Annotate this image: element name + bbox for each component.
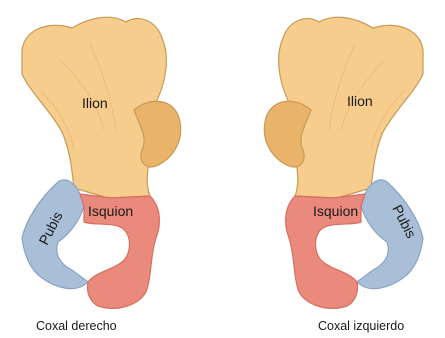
right-caption: Coxal izquierdo bbox=[318, 319, 404, 333]
left-hip-bone: Ilion Isquion Pubis Coxal derecho bbox=[22, 17, 181, 333]
right-obturator-foramen bbox=[319, 225, 371, 271]
left-obturator-foramen bbox=[74, 225, 126, 271]
right-ilium-label: Ilion bbox=[347, 93, 373, 109]
left-caption: Coxal derecho bbox=[36, 319, 117, 333]
left-ischium-label: Isquion bbox=[88, 203, 133, 219]
right-ischium-label: Isquion bbox=[313, 203, 358, 219]
right-hip-bone: Ilion Isquion Pubis Coxal izquierdo bbox=[264, 17, 423, 333]
left-ilium-label: Ilion bbox=[82, 95, 108, 111]
